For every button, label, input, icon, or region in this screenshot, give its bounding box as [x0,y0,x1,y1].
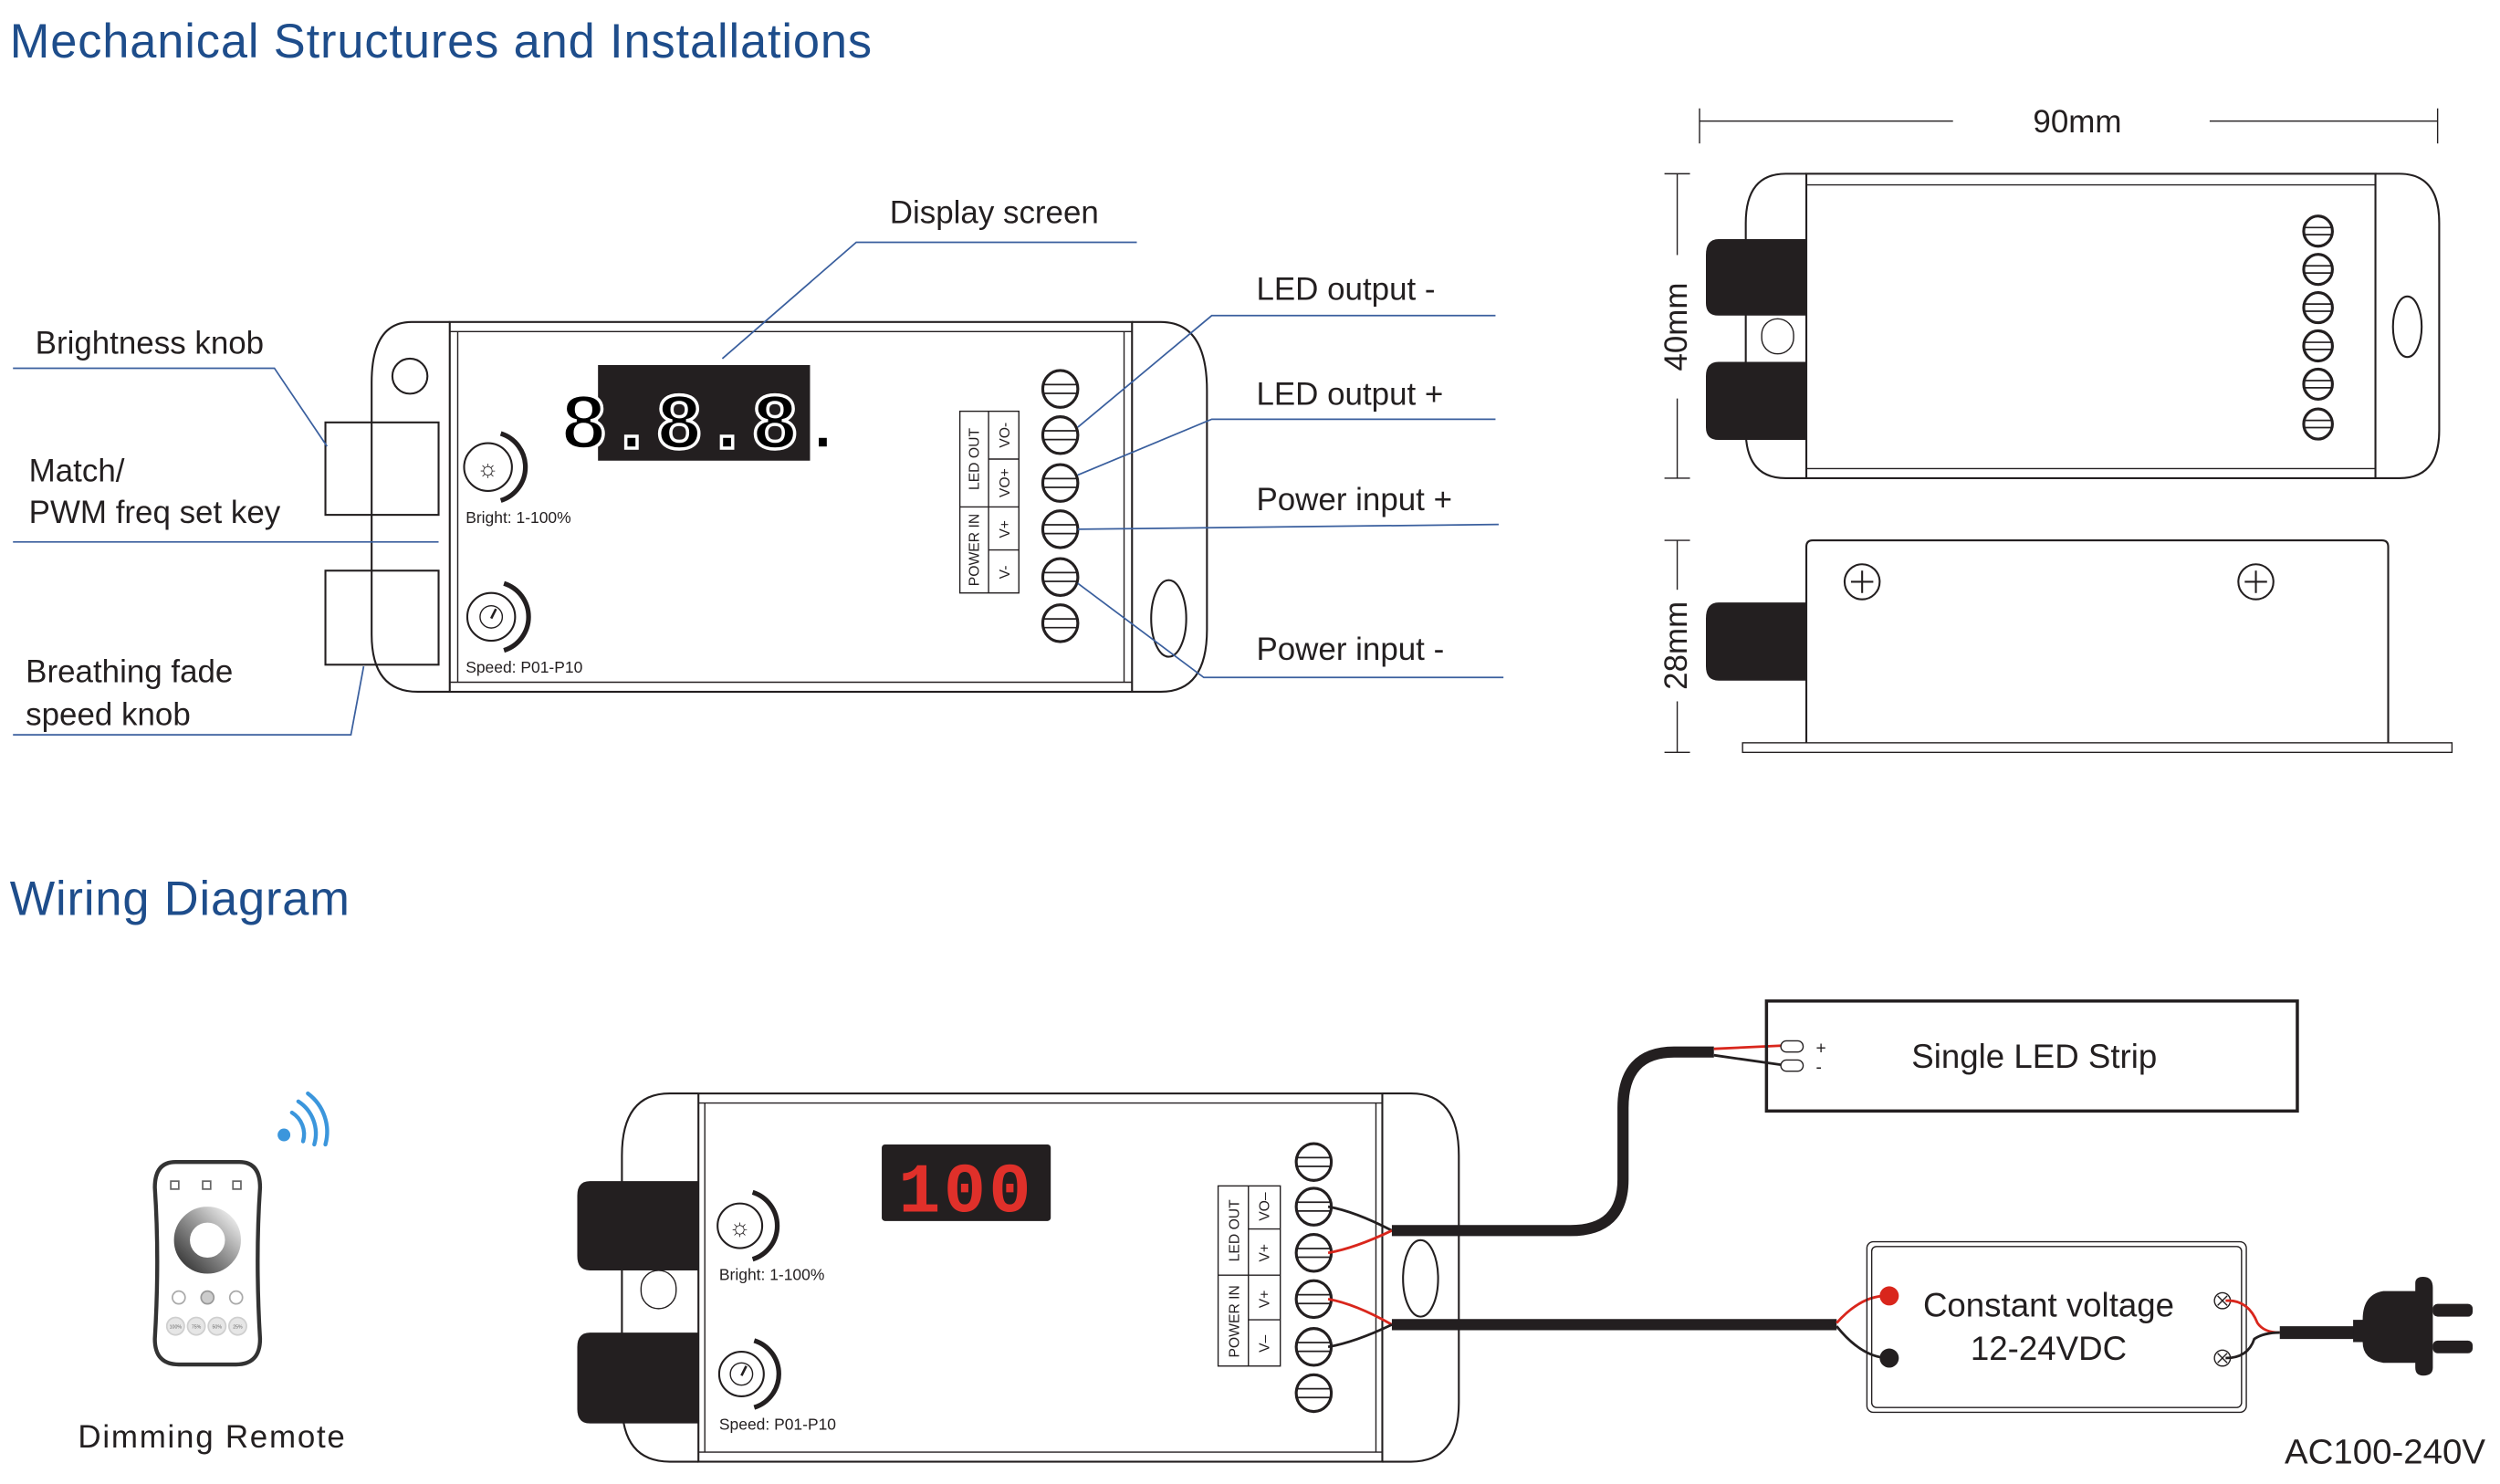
callout-match-key-line1: Match/ [29,453,125,488]
mounting-hole [391,357,429,395]
speed-knob[interactable] [324,570,440,666]
remote-label: Dimming Remote [78,1419,346,1455]
remote-preset-label: 50% [213,1325,223,1331]
terminal-label-block: LED OUT POWER IN VO- VO+ V+ V- [958,410,1020,594]
speed-range-label: Speed: P01-P10 [719,1416,836,1434]
power-in-label: POWER IN [968,514,983,586]
remote-preset-label: 75% [192,1325,202,1331]
dimension-side-view: 28mm [1658,539,2453,754]
wiring-section-title: Wiring Diagram [10,873,350,925]
terminal-screw-icon [1041,415,1080,455]
led-strip-label: Single LED Strip [1911,1038,2157,1075]
terminal-screw-icon [2302,367,2334,401]
remote-preset-label: 100% [170,1325,183,1331]
terminal-screw-icon [1041,509,1080,549]
screw-icon [1843,563,1881,601]
callout-power-input-minus: Power input - [1256,632,1444,667]
terminal-screw-icon [1294,1142,1334,1182]
terminal-screw-icon [1041,603,1080,643]
terminal-screw-icon [1294,1327,1334,1367]
display-screen [882,1144,1051,1221]
terminal-screw-icon [1294,1233,1334,1273]
terminal-screw-icon [1294,1186,1334,1227]
touch-wheel [173,1207,241,1274]
led-output-cable [1327,1044,1782,1255]
power-in-label: POWER IN [1227,1285,1242,1357]
mechanical-section-title: Mechanical Structures and Installations [10,16,873,68]
callout-breathing-line1: Breathing fade [26,654,233,690]
remote-preset-button [227,1316,247,1336]
power-supply: Constant voltage 12-24VDC [1866,1240,2247,1414]
brightness-dial-icon: ☼ [717,1189,780,1262]
callout-power-input-plus: Power input + [1256,482,1452,517]
remote-preset-label: 25% [233,1325,243,1331]
sun-icon: ☼ [729,1214,751,1241]
led-strip: + - Single LED Strip [1764,999,2299,1113]
terminal-screws [1041,369,1080,643]
callout-breathing-line2: speed knob [26,697,191,733]
callout-match-key-line2: PWM freq set key [29,495,281,530]
bright-range-label: Bright: 1-100% [465,508,570,527]
brightness-knob[interactable] [324,421,440,517]
dimming-remote: 100% 75% 50% 25% Dimming Remote [78,1091,346,1455]
dimension-top-view: 90mm 40mm [1658,104,2441,480]
dimension-height: 28mm [1658,601,1694,690]
terminal-screw-icon [2302,253,2334,287]
callout-display-screen: Display screen [890,195,1099,231]
dimension-depth: 40mm [1658,283,1694,371]
speed-range-label: Speed: P01-P10 [465,658,582,676]
terminal-vo-minus-label: VO- [998,423,1013,448]
terminal-vo-minus-label: VO– [1257,1192,1272,1221]
terminal-screw-icon [1294,1373,1334,1414]
terminal-screw-icon [2302,407,2334,441]
psu-label-line2: 12-24VDC [1971,1330,2127,1367]
terminal-screw-icon [2302,214,2334,248]
callout-led-output-minus: LED output - [1256,271,1435,307]
power-input-cable [1327,1294,1889,1360]
display-digits: 8.8.8. [560,382,846,473]
speed-dial-icon [465,580,531,653]
speed-dial-icon [717,1338,781,1410]
controller-front-view: 8.8.8. ☼ Bright: 1-100% Speed: P01-P10 L… [324,320,1208,694]
terminal-v-minus-label: V- [998,566,1013,580]
wireless-signal-icon [277,1091,329,1147]
terminal-v-minus-label: V– [1257,1334,1272,1352]
plug-icon [2353,1276,2433,1376]
mounting-slot [1150,579,1187,658]
mains-voltage-label: AC100-240V [2285,1432,2485,1471]
remote-preset-button [207,1316,227,1336]
callout-brightness-knob: Brightness knob [36,326,264,361]
terminal-screw-icon [2302,329,2334,363]
callouts: Display screen Brightness knob Match/ PW… [13,195,1504,737]
strip-minus: - [1816,1058,1822,1077]
terminal-vo-plus-label: VO+ [998,468,1013,497]
terminal-screw-icon [1041,463,1080,503]
bright-range-label: Bright: 1-100% [719,1265,824,1283]
terminal-v-plus-in-label: V+ [1257,1291,1272,1309]
terminal-screw-icon [2302,290,2334,325]
remote-preset-button [165,1316,185,1336]
terminal-v-plus-label: V+ [998,520,1013,538]
screw-icon [2237,563,2275,601]
callout-led-output-plus: LED output + [1256,377,1443,413]
controller-wiring-view: 100 ☼ Bright: 1-100% Speed: P01-P10 LED … [577,1092,1460,1463]
psu-label-line1: Constant voltage [1923,1287,2174,1324]
mains-plug: AC100-240V [2225,1276,2485,1471]
terminal-label-block: LED OUT POWER IN VO– V+ V+ V– [1217,1185,1281,1367]
strip-plus: + [1816,1039,1826,1058]
terminal-screw-icon [1041,557,1080,597]
terminal-screw-icon [1294,1279,1334,1320]
terminal-v-plus-out-label: V+ [1257,1244,1272,1262]
led-out-label: LED OUT [1227,1199,1242,1261]
display-digits: 100 [898,1154,1034,1233]
display-screen [598,364,811,461]
dimension-width: 90mm [2033,104,2121,140]
remote-preset-button [186,1316,206,1336]
brightness-dial-icon: ☼ [463,431,528,503]
terminal-screw-icon [1041,369,1080,409]
led-out-label: LED OUT [968,428,983,490]
sun-icon: ☼ [477,455,499,482]
